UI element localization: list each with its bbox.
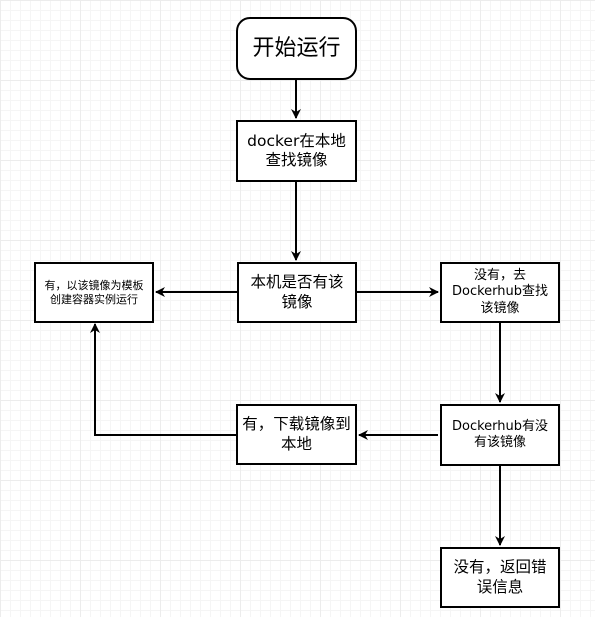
node-has-local: 本机是否有该镜像	[237, 262, 357, 323]
node-search-local-label: docker在本地查找镜像	[247, 131, 346, 169]
node-hub-has-label: Dockerhub有没有该镜像	[451, 418, 549, 450]
node-download-label: 有，下载镜像到本地	[242, 415, 351, 453]
node-error-label: 没有，返回错误信息	[453, 558, 547, 596]
node-run-container: 有，以该镜像为模板创建容器实例运行	[34, 262, 154, 323]
node-start: 开始运行	[236, 17, 357, 80]
node-has-local-label: 本机是否有该镜像	[250, 273, 344, 311]
node-run-container-label: 有，以该镜像为模板创建容器实例运行	[44, 278, 144, 306]
node-search-hub-label: 没有，去Dockerhub查找该镜像	[451, 268, 549, 316]
node-search-local: docker在本地查找镜像	[236, 120, 357, 182]
edge-download-to-run-container	[90, 323, 236, 436]
node-download: 有，下载镜像到本地	[236, 404, 357, 465]
node-error: 没有，返回错误信息	[440, 547, 560, 608]
node-start-label: 开始运行	[252, 35, 341, 61]
node-search-hub: 没有，去Dockerhub查找该镜像	[440, 262, 560, 323]
node-hub-has: Dockerhub有没有该镜像	[440, 404, 560, 466]
